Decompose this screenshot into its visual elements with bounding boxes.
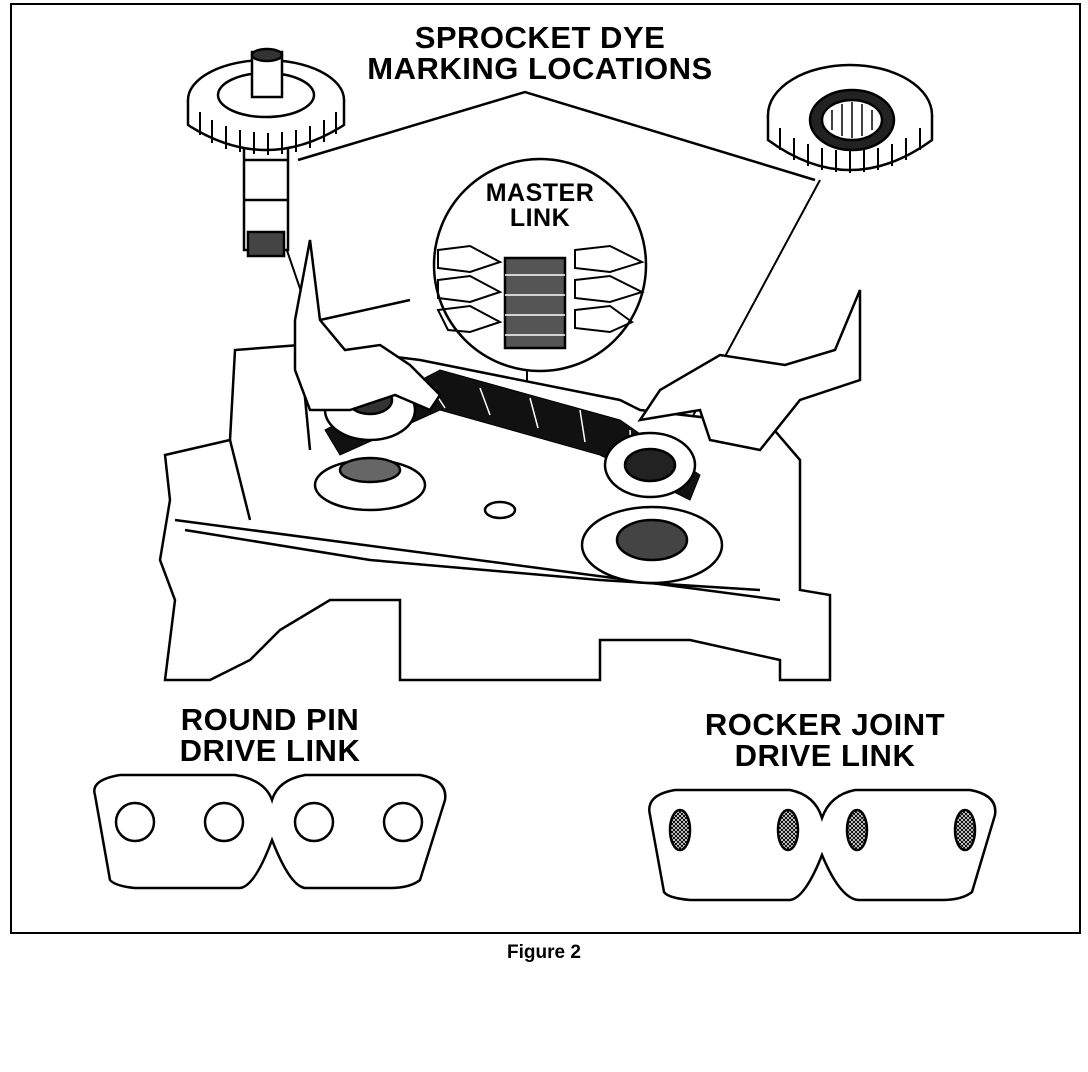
left-sprocket-gear (186, 47, 346, 258)
round-pin-drive-link (93, 773, 447, 890)
sprocket-title-line1: SPROCKET DYE (414, 20, 666, 55)
round-pin-label: ROUND PIN DRIVE LINK (140, 704, 400, 766)
figure-caption: Figure 2 (507, 942, 581, 963)
master-link-magnifier (432, 157, 648, 373)
sprocket-dye-title: SPROCKET DYE MARKING LOCATIONS (340, 22, 740, 84)
title-leader-lines (297, 90, 816, 182)
master-link-label: MASTER LINK (470, 181, 610, 231)
technician-hands (293, 239, 862, 452)
master-link-line2: LINK (509, 204, 571, 232)
rocker-joint-drive-link (648, 788, 997, 902)
rocker-joint-label: ROCKER JOINT DRIVE LINK (680, 709, 970, 771)
right-sprocket-gear (766, 63, 934, 173)
round-pin-line1: ROUND PIN (180, 702, 360, 737)
rocker-joint-line2: DRIVE LINK (734, 738, 916, 773)
rocker-joint-line1: ROCKER JOINT (704, 707, 946, 742)
sprocket-title-line2: MARKING LOCATIONS (367, 51, 713, 86)
round-pin-line2: DRIVE LINK (179, 733, 361, 768)
figure-frame (10, 3, 1081, 934)
master-link-line1: MASTER (485, 179, 595, 207)
